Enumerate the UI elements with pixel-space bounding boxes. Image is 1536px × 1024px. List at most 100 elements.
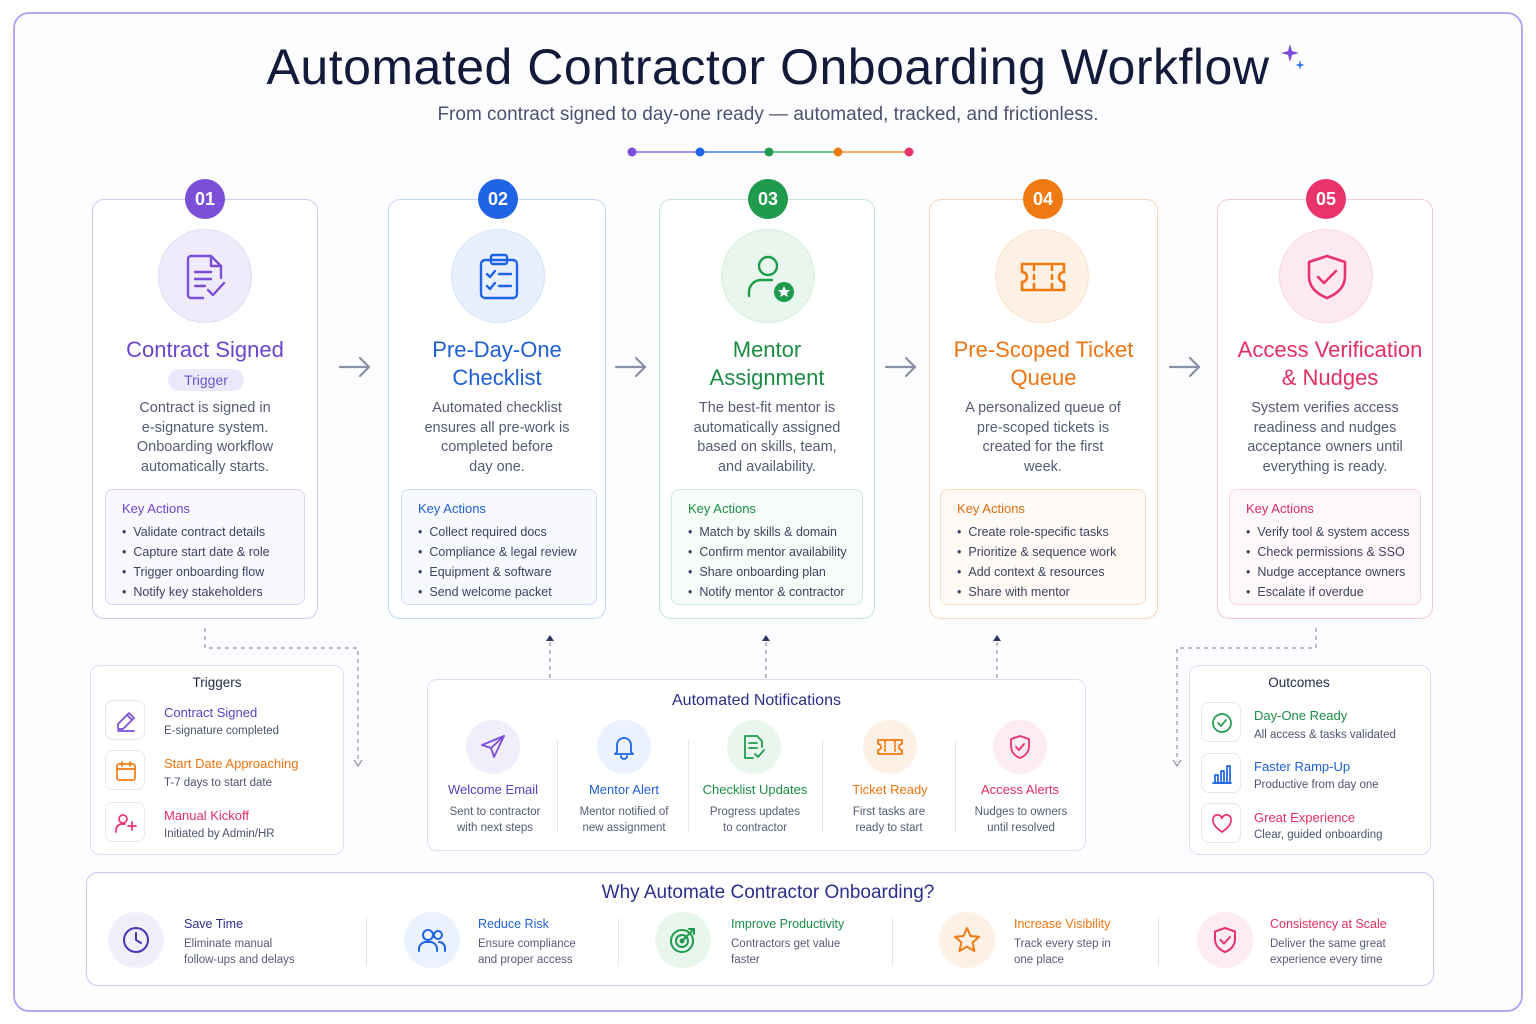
trigger-title: Contract Signed [164,705,258,720]
outcome-icon-box [1201,803,1241,843]
checklist-icon [744,735,765,759]
key-action-item: Send welcome packet [418,582,577,602]
page-subtitle: From contract signed to day-one ready — … [437,104,1099,125]
divider [892,918,893,966]
divider [822,740,823,832]
outcome-sub: All access & tasks validated [1254,729,1396,741]
outcome-icon-box [1201,702,1241,742]
step-badge: 05 [1306,179,1346,219]
step-badge: 01 [185,179,225,219]
user-plus-icon [115,814,137,833]
bar-chart-icon [1212,765,1232,784]
outcome-icon-box [1201,753,1241,793]
divider [955,740,956,832]
calendar-icon [116,761,136,781]
trigger-title: Manual Kickoff [164,808,250,823]
key-actions-label: Key Actions [1246,501,1314,516]
pen-icon [117,712,135,732]
trigger-tag: Trigger [168,369,244,391]
step-icon-circle [158,229,252,323]
user-star-icon [747,255,794,302]
key-action-item: Match by skills & domain [688,522,847,542]
document-check-icon [186,254,226,300]
notification-icon-circle [597,720,651,774]
key-action-item: Create role-specific tasks [957,522,1116,542]
divider [557,740,558,832]
outcome-sub: Clear, guided onboarding [1254,829,1383,841]
step-icon-circle [995,229,1089,323]
ticket-icon [1020,262,1066,292]
outcome-title: Faster Ramp-Up [1254,759,1351,774]
shield-check-icon [1307,254,1347,300]
divider [1158,918,1159,966]
key-action-item: Notify mentor & contractor [688,582,847,602]
step-icon-circle [721,229,815,323]
key-action-item: Share with mentor [957,582,1116,602]
benefit-title: Increase Visibility [1014,917,1111,931]
benefit-title: Save Time [184,917,244,931]
key-actions-label: Key Actions [688,501,756,516]
trigger-sub: E-signature completed [164,725,280,737]
notification-title: Ticket Ready [852,782,928,797]
page-title: Automated Contractor Onboarding Workflow [266,39,1270,95]
trigger-sub: T-7 days to start date [164,777,273,789]
notification-title: Checklist Updates [702,782,808,797]
notifications-title: Automated Notifications [672,692,841,709]
users-icon [418,929,446,952]
divider [618,918,619,966]
outcome-title: Day-One Ready [1254,708,1348,723]
target-icon [670,928,695,953]
benefit-icon-circle [404,912,460,968]
step-color-dots [627,147,914,157]
outcomes-title: Outcomes [1268,675,1330,690]
arrow-right-icon [614,356,647,378]
key-action-item: Compliance & legal review [418,542,576,562]
notification-icon-circle [993,720,1047,774]
step-title: Contract Signed [126,337,284,362]
notification-icon-circle [466,720,520,774]
step-badge: 03 [748,179,788,219]
notification-icon-circle [727,720,781,774]
key-action-item: Nudge acceptance owners [1246,562,1410,582]
clock-icon [123,927,149,953]
key-actions-box: Key Actions Collect required docs Compli… [401,489,597,605]
key-action-item: Verify tool & system access [1246,522,1409,542]
step-icon-circle [1279,229,1373,323]
trigger-icon-box [105,750,145,790]
bell-icon [614,737,634,760]
ticket-icon [877,739,903,755]
paper-plane-icon [481,735,505,758]
benefit-icon-circle [1197,912,1253,968]
benefit-title: Consistency at Scale [1270,917,1387,931]
benefit-icon-circle [108,912,164,968]
key-actions-label: Key Actions [122,501,190,516]
trigger-icon-box [105,700,145,740]
step-title: Access Verification& Nudges [1237,337,1423,390]
benefit-icon-circle [939,912,995,968]
key-actions-label: Key Actions [957,501,1025,516]
key-action-item: Share onboarding plan [688,562,847,582]
key-action-item: Trigger onboarding flow [122,562,270,582]
divider [688,740,689,832]
check-circle-icon [1212,713,1232,733]
heart-icon [1212,814,1232,833]
trigger-sub: Initiated by Admin/HR [164,828,275,840]
outcome-title: Great Experience [1254,810,1356,825]
arrow-right-icon [1168,356,1201,378]
why-automate-title: Why Automate Contractor Onboarding? [601,882,935,903]
key-actions-box: Key Actions Validate contract details Ca… [105,489,305,605]
shield-check-icon [1214,927,1236,953]
